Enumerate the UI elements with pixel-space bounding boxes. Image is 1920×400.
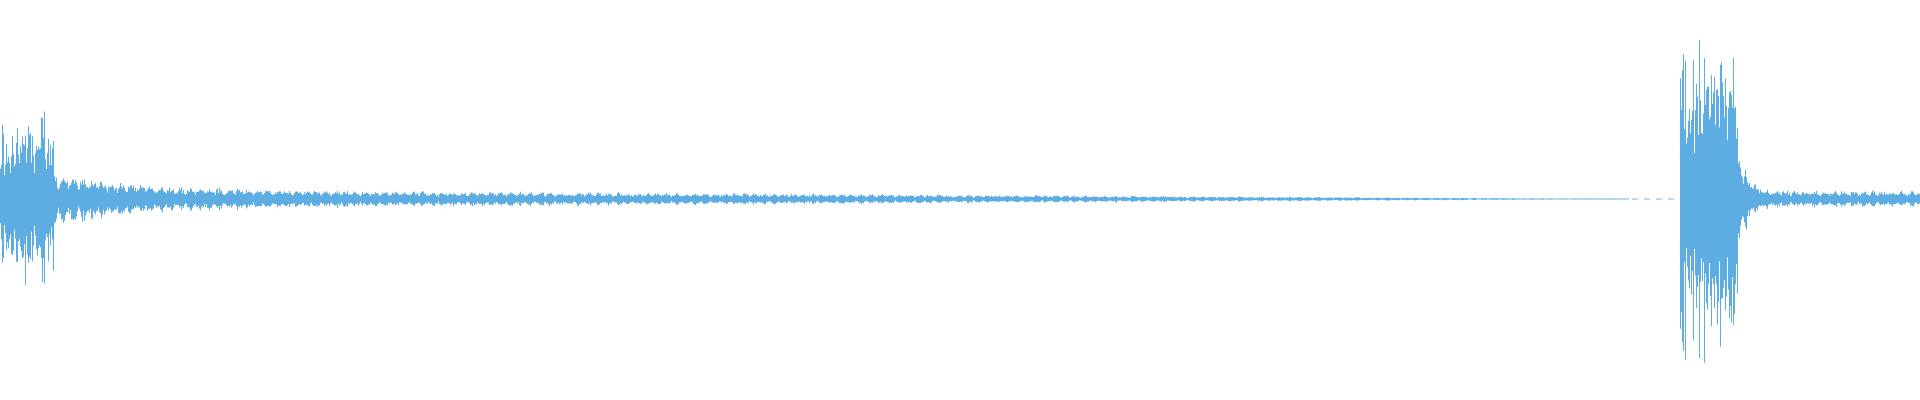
waveform-bars [0, 40, 1920, 363]
